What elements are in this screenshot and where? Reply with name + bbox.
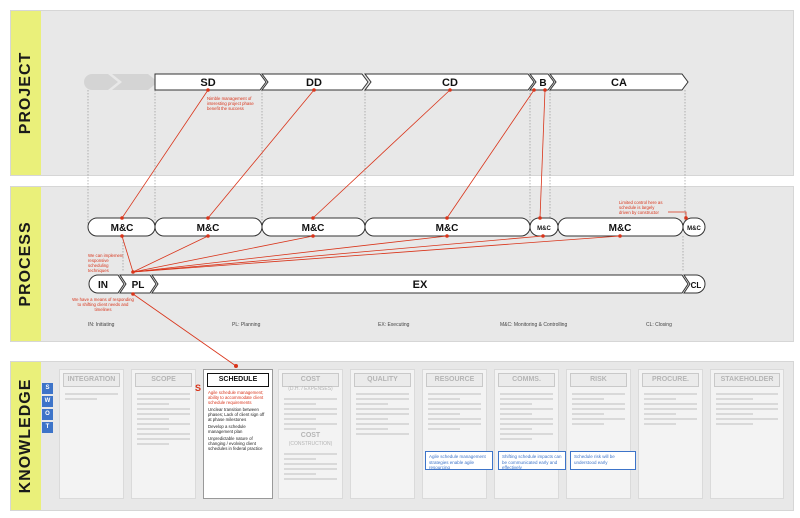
mc-loop-6-label: M&C (609, 223, 632, 234)
note-risk: Schedule risk will be understood early (570, 451, 636, 470)
note-resource: Agile schedule management strategies ena… (425, 451, 493, 470)
mc-loop-2-label: M&C (197, 223, 220, 234)
knowledge-integration: INTEGRATION (59, 369, 124, 499)
mc-loop-7 (682, 217, 706, 237)
legend-mc: M&C: Monitoring & Controlling (500, 322, 568, 328)
mc-loop-1-label: M&C (111, 223, 134, 234)
phase-sd (154, 73, 267, 91)
note-sd: Nimble management of interesting project… (207, 96, 254, 111)
phase-dd (261, 73, 369, 91)
pg-cl (683, 274, 706, 294)
strength-marker: S (195, 383, 202, 393)
note-ca: Limited control here as schedule is larg… (619, 200, 663, 215)
phase-cd (364, 73, 535, 91)
knowledge-scope: SCOPE (131, 369, 196, 499)
swot-s: S (42, 383, 53, 394)
cost-sub-1: (D.H. / EXPENSES) (288, 386, 333, 392)
knowledge-comms: COMMS. (494, 369, 559, 499)
pg-cl-label: CL (691, 281, 702, 290)
legend-in: IN: Initiating (88, 322, 115, 328)
knowledge-cost: COST (D.H. / EXPENSES) COST (CONSTRUCTIO… (278, 369, 343, 499)
pg-in-label: IN (98, 280, 108, 291)
note-comms: Shifting schedule impacts can be communi… (498, 451, 566, 470)
knowledge-stakeholder: STAKEHOLDER (710, 369, 784, 499)
phase-dd-label: DD (306, 77, 322, 89)
phase-cd-label: CD (442, 77, 458, 89)
pg-in (88, 274, 125, 294)
cost-sub-3: (CONSTRUCTION) (288, 441, 333, 447)
schedule-item-1: Unclear transition between phases; Lack … (208, 407, 265, 422)
knowledge-quality: QUALITY (350, 369, 415, 499)
schedule-heading: SCHEDULE (207, 373, 269, 387)
process-band-label: PROCESS (11, 187, 41, 341)
schedule-strength-text: Agile schedule management; ability to ac… (208, 390, 264, 405)
note-pl: We have a means of responding to shiftin… (72, 297, 134, 312)
phase-sd-label: SD (200, 77, 215, 89)
legend-ex: EX: Executing (378, 322, 410, 328)
schedule-item-2: Develop a schedule management plan (208, 424, 246, 434)
swot-w: W (42, 396, 53, 407)
project-band: PROJECT (10, 10, 794, 176)
pg-pl-label: PL (132, 280, 145, 291)
phase-b-label: B (539, 78, 546, 89)
phase-ca-label: CA (611, 77, 627, 89)
mc-loop-5-label: M&C (537, 226, 551, 232)
project-band-label: PROJECT (11, 11, 41, 175)
legend-cl: CL: Closing (646, 322, 672, 328)
pg-pl (119, 274, 157, 294)
phase-b (529, 73, 555, 91)
legend-pl: PL: Planning (232, 322, 261, 328)
knowledge-resource: RESOURCE (422, 369, 487, 499)
mc-loop-3-label: M&C (302, 223, 325, 234)
mc-loop-4-label: M&C (436, 223, 459, 234)
note-mc: We can implement responsive scheduling t… (88, 253, 124, 273)
knowledge-procurement: PROCURE. (638, 369, 703, 499)
knowledge-schedule: S SCHEDULE Agile schedule management; ab… (195, 369, 273, 499)
cost-sub-2: COST (300, 432, 321, 439)
process-band: PROCESS (10, 186, 794, 342)
knowledge-band-label: KNOWLEDGE (11, 362, 41, 510)
swot-t: T (42, 422, 53, 433)
mc-loop-7-label: M&C (687, 226, 701, 232)
phase-ca (549, 73, 689, 91)
swot-o: O (42, 409, 53, 420)
pg-ex-label: EX (413, 279, 428, 291)
schedule-item-3: Unpredictable nature of changing / evolv… (208, 436, 263, 451)
knowledge-risk: RISK (566, 369, 631, 499)
pg-ex (151, 274, 689, 294)
